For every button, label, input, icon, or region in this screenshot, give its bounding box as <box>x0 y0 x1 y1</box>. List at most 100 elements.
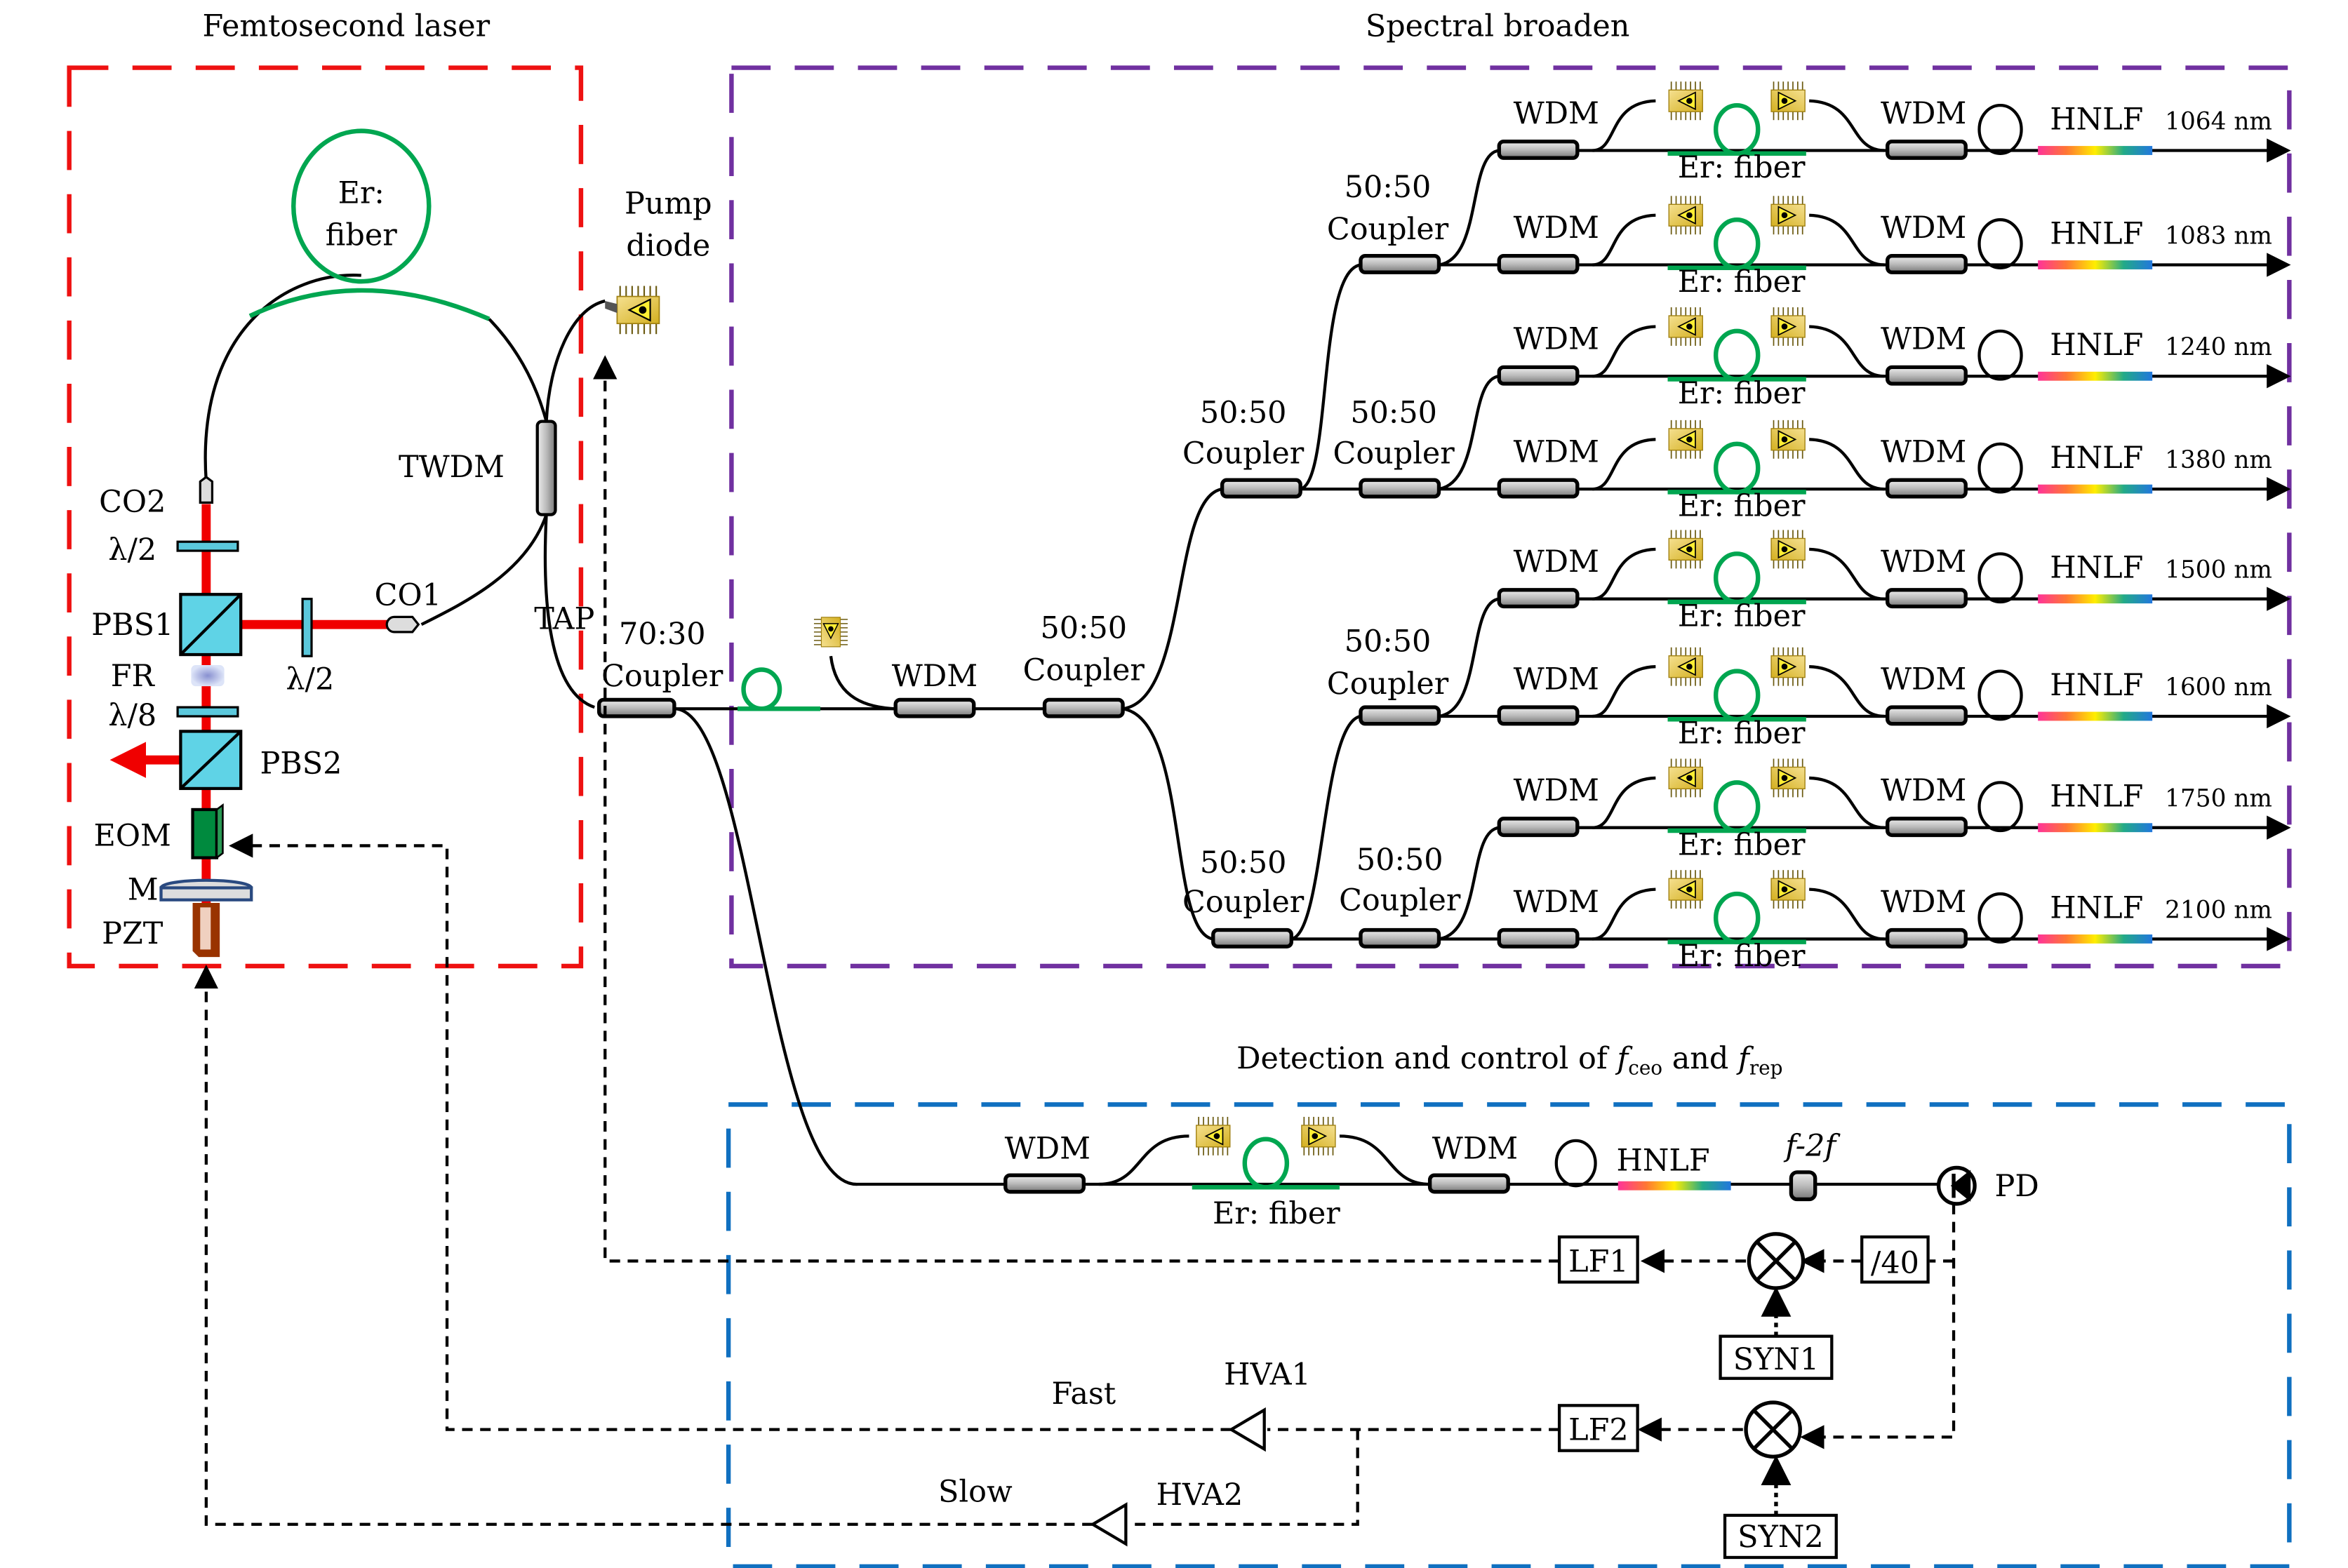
branch-pump-icon-right <box>1770 307 1806 347</box>
branch-pump-fiber-right <box>1809 438 1885 491</box>
hva2-label: HVA2 <box>1156 1477 1243 1513</box>
branch-hnlf <box>2038 371 2153 381</box>
branch-hnlf <box>2038 823 2153 833</box>
branch-fiber-loop <box>1977 218 2023 269</box>
mixer-1-icon <box>1747 1232 1806 1290</box>
coupler-l2l-label: Coupler <box>1182 885 1305 920</box>
branch-er-loop <box>1713 441 1761 495</box>
branch-wdm-in <box>1497 253 1580 274</box>
branch-wavelength-label: 1600 nm <box>2165 674 2272 702</box>
branch-er-label: Er: fiber <box>1678 939 1806 974</box>
cavity-fiber-right <box>488 318 548 422</box>
faraday-rotator <box>191 665 225 687</box>
syn2-box[interactable] <box>1723 1513 1838 1560</box>
preamp-pump-icon <box>813 617 848 648</box>
coupler-level3-b <box>1359 478 1441 499</box>
split-fiber-upper <box>1122 487 1223 711</box>
branch-wdm-in <box>1497 365 1580 386</box>
branch-wdm-in <box>1497 588 1580 609</box>
mirror-body <box>159 886 253 902</box>
coupler-l3d-ratio: 50:50 <box>1356 843 1443 878</box>
half-wave-plate-top-label: λ/2 <box>108 532 156 568</box>
branch-pump-fiber-right <box>1809 325 1885 378</box>
mirror-label: M <box>128 873 159 908</box>
coupler-level3-d <box>1359 927 1441 949</box>
pump-pigtail <box>605 300 618 314</box>
preamp-wdm <box>893 697 976 718</box>
pd-label: PD <box>1995 1169 2039 1204</box>
coupler-l3a-label: Coupler <box>1327 212 1449 247</box>
l3-fiber-a <box>1300 263 1361 491</box>
br-fiber-6 <box>1439 826 1500 941</box>
branch-er-label: Er: fiber <box>1678 598 1806 634</box>
branch-wdm-in-label: WDM <box>1514 96 1599 131</box>
branch-wdm-in <box>1497 817 1580 838</box>
l3-fiber-c <box>1290 714 1361 941</box>
branch-wavelength-label: 1064 nm <box>2165 107 2272 135</box>
br-fiber-2 <box>1439 375 1500 491</box>
branch-hnlf <box>2038 594 2153 604</box>
branch-fiber-loop <box>1977 892 2023 944</box>
branch-pump-icon-left <box>1668 646 1704 687</box>
syn1-box[interactable] <box>1719 1334 1834 1380</box>
f2f-label: f-2f <box>1783 1128 1841 1163</box>
branch-pump-fiber-left <box>1592 438 1656 491</box>
branch-er-label: Er: fiber <box>1678 489 1806 524</box>
branch-hnlf <box>2038 484 2153 494</box>
branch-er-label: Er: fiber <box>1678 150 1806 185</box>
eom-component <box>191 808 219 859</box>
branch-pump-icon-left <box>1668 307 1704 347</box>
branch-pump-fiber-left <box>1592 99 1656 152</box>
coupler-level3-a <box>1359 253 1441 274</box>
branch-hnlf <box>2038 260 2153 269</box>
split-fiber-lower <box>1122 707 1214 941</box>
branch-wdm-out-label: WDM <box>1881 885 1966 920</box>
branch-fiber-loop <box>1977 104 2023 155</box>
branch-er-label: Er: fiber <box>1678 716 1806 751</box>
branch-pump-fiber-right <box>1809 547 1885 601</box>
coupler-50-50-main-label: Coupler <box>1023 653 1145 688</box>
branch-pump-fiber-left <box>1592 547 1656 601</box>
coupler-l2u-ratio: 50:50 <box>1200 396 1287 431</box>
branch-hnlf-label: HNLF <box>2050 668 2143 703</box>
coupler-l3c-ratio: 50:50 <box>1345 624 1432 659</box>
det-er-label: Er: fiber <box>1213 1196 1340 1231</box>
branch-wdm-out <box>1885 705 1968 726</box>
divider-label: /40 <box>1871 1246 1919 1281</box>
divider-box[interactable] <box>1860 1235 1930 1284</box>
det-wdm-in <box>1003 1173 1086 1194</box>
laser-cavity: Er: fiber TWDM TAP CO2 λ/2 PBS1 λ/2 CO1 <box>91 128 712 958</box>
branch-wdm-in-label: WDM <box>1514 662 1599 697</box>
lf1-label: LF1 <box>1568 1244 1629 1279</box>
det-wdm-out <box>1427 1173 1510 1194</box>
branch-wdm-out-label: WDM <box>1881 544 1966 579</box>
branch-pump-icon-right <box>1770 529 1806 570</box>
f-ceo-subscript: ceo <box>1628 1056 1662 1079</box>
syn1-label: SYN1 <box>1733 1342 1819 1377</box>
pd-to-mixer2 <box>1800 1203 1956 1449</box>
preamp-pump-fiber <box>829 655 896 711</box>
detection-section-box <box>726 1102 2292 1568</box>
half-wave-plate-top <box>176 540 239 552</box>
branch-pump-icon-right <box>1770 758 1806 798</box>
tap-fiber <box>543 514 595 709</box>
det-pump-icon-right <box>1301 1116 1336 1156</box>
branch-fiber-loop <box>1977 781 2023 833</box>
slow-feedback-to-pzt <box>194 964 1093 1526</box>
branch-er-loop <box>1713 551 1761 605</box>
branch-pump-icon-left <box>1668 420 1704 460</box>
branch-er-loop <box>1713 780 1761 833</box>
branch-er-loop <box>1713 891 1761 944</box>
pbs1-label: PBS1 <box>91 608 173 643</box>
branch-pump-icon-left <box>1668 195 1704 236</box>
f2f-interferometer <box>1789 1170 1817 1202</box>
detection-section-title: Detection and control of fceo and frep <box>1236 1041 1782 1080</box>
branch-hnlf <box>2038 146 2153 155</box>
f-rep-subscript: rep <box>1749 1056 1783 1079</box>
branch-er-loop <box>1713 669 1761 722</box>
